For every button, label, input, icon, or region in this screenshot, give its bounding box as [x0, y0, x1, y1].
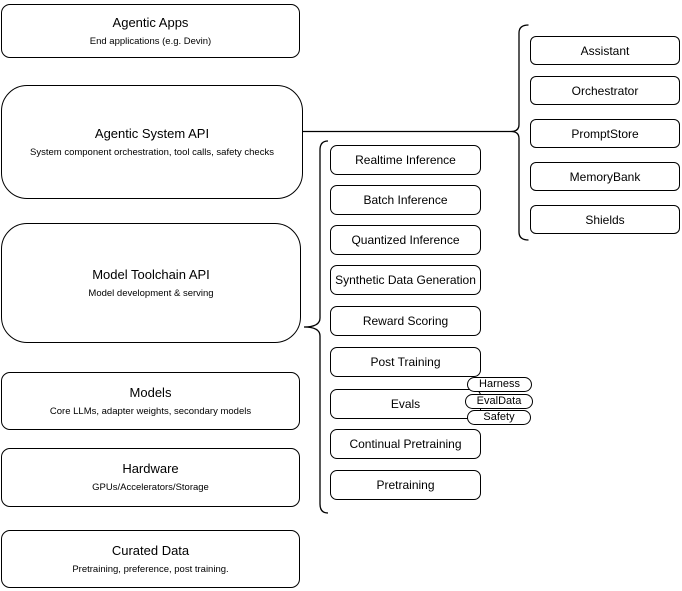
box-title: Agentic System API	[94, 125, 210, 141]
box-label: Synthetic Data Generation	[335, 273, 476, 287]
pill-label: EvalData	[476, 395, 522, 407]
box-label: MemoryBank	[569, 169, 641, 184]
box-subtitle: System component orchestration, tool cal…	[30, 146, 274, 158]
box-realtime-inference: Realtime Inference	[330, 145, 481, 175]
box-assistant: Assistant	[530, 36, 680, 65]
pill-label: Harness	[479, 378, 520, 390]
box-title: Models	[129, 384, 172, 400]
box-subtitle: GPUs/Accelerators/Storage	[92, 482, 209, 493]
box-quantized-inference: Quantized Inference	[330, 225, 481, 255]
box-reward-scoring: Reward Scoring	[330, 306, 481, 336]
system-components-brace	[510, 24, 529, 241]
box-continual-pretraining: Continual Pretraining	[330, 429, 481, 459]
box-title: Hardware	[122, 461, 179, 476]
toolchain-brace	[303, 140, 329, 514]
box-label: Realtime Inference	[355, 153, 456, 167]
box-title: Model Toolchain API	[92, 266, 210, 282]
box-label: Shields	[585, 212, 625, 227]
pill-evaldata: EvalData	[465, 394, 533, 409]
box-title: Curated Data	[111, 542, 190, 558]
box-label: Evals	[390, 397, 421, 411]
box-label: Orchestrator	[571, 83, 639, 98]
box-subtitle: Model development & serving	[88, 287, 214, 299]
pill-safety: Safety	[467, 410, 531, 425]
box-label: Continual Pretraining	[349, 437, 462, 451]
box-label: PromptStore	[571, 126, 639, 141]
box-agentic-apps: Agentic Apps End applications (e.g. Devi…	[1, 4, 300, 58]
box-hardware: Hardware GPUs/Accelerators/Storage	[1, 448, 300, 507]
box-subtitle: End applications (e.g. Devin)	[89, 35, 212, 47]
box-subtitle: Pretraining, preference, post training.	[72, 563, 229, 575]
box-evals: Evals	[330, 389, 481, 419]
box-label: Assistant	[580, 43, 630, 58]
box-models: Models Core LLMs, adapter weights, secon…	[1, 372, 300, 430]
pill-label: Safety	[483, 411, 515, 423]
pill-harness: Harness	[467, 377, 532, 392]
box-label: Quantized Inference	[351, 233, 460, 247]
box-title: Agentic Apps	[112, 14, 189, 30]
box-model-toolchain-api: Model Toolchain API Model development & …	[1, 223, 301, 343]
box-label: Batch Inference	[363, 193, 448, 207]
box-batch-inference: Batch Inference	[330, 185, 481, 215]
box-orchestrator: Orchestrator	[530, 76, 680, 105]
box-label: Post Training	[370, 355, 441, 369]
box-pretraining: Pretraining	[330, 470, 481, 500]
box-subtitle: Core LLMs, adapter weights, secondary mo…	[49, 405, 252, 417]
box-synthetic-data-generation: Synthetic Data Generation	[330, 265, 481, 295]
box-agentic-system-api: Agentic System API System component orch…	[1, 85, 303, 199]
box-shields: Shields	[530, 205, 680, 234]
box-promptstore: PromptStore	[530, 119, 680, 148]
box-post-training: Post Training	[330, 347, 481, 377]
box-memorybank: MemoryBank	[530, 162, 680, 191]
box-label: Reward Scoring	[362, 314, 449, 328]
box-label: Pretraining	[376, 478, 435, 492]
box-curated-data: Curated Data Pretraining, preference, po…	[1, 530, 300, 588]
